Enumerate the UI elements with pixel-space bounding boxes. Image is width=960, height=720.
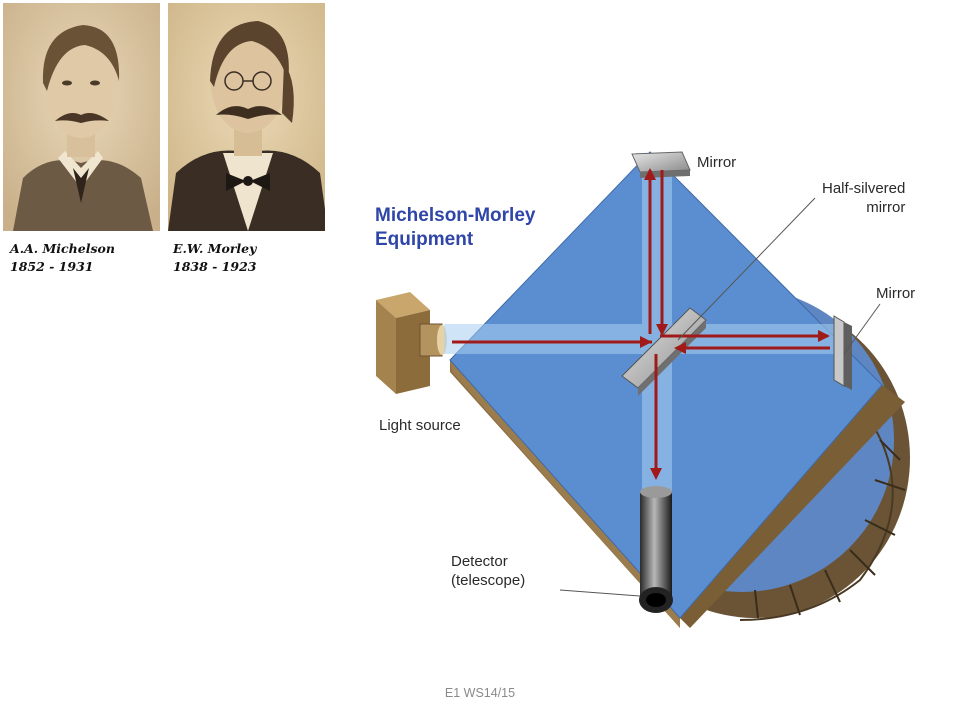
- michelson-years: 1852 - 1931: [10, 259, 94, 274]
- label-mirror-right: Mirror: [876, 285, 916, 302]
- morley-photo: [168, 3, 325, 231]
- right-mirror: [833, 315, 852, 390]
- label-mirror-top: Mirror: [697, 154, 737, 171]
- label-light-source: Light source: [379, 417, 461, 434]
- detector-line-2: (telescope): [451, 572, 526, 589]
- caption-morley: E.W. Morley 1838 - 1923: [173, 240, 333, 276]
- morley-name: E.W. Morley: [173, 241, 257, 256]
- portrait-michelson: [3, 3, 160, 231]
- light-source-box: [376, 292, 447, 394]
- michelson-name: A.A. Michelson: [10, 241, 115, 256]
- diagram-title: Michelson-Morley Equipment: [375, 204, 535, 252]
- half-silvered-line-1: Half-silvered: [822, 180, 906, 197]
- portrait-morley: [168, 3, 325, 231]
- leader-lines: [559, 197, 881, 597]
- title-line-2: Equipment: [375, 229, 474, 250]
- detector-telescope: [639, 486, 673, 613]
- title-line-1: Michelson-Morley: [375, 205, 536, 226]
- caption-michelson: A.A. Michelson 1852 - 1931: [10, 240, 170, 276]
- detector-line-1: Detector: [451, 553, 508, 570]
- label-half-silvered: Half-silvered mirror: [822, 179, 905, 217]
- label-detector: Detector (telescope): [451, 552, 525, 590]
- table-edge: [450, 360, 905, 628]
- morley-years: 1838 - 1923: [173, 259, 257, 274]
- beam-paths: [452, 168, 830, 480]
- michelson-morley-diagram: [376, 151, 910, 628]
- footer-course-code: E1 WS14/15: [444, 686, 516, 700]
- half-silvered-line-2: mirror: [866, 199, 906, 216]
- michelson-photo: [3, 3, 160, 231]
